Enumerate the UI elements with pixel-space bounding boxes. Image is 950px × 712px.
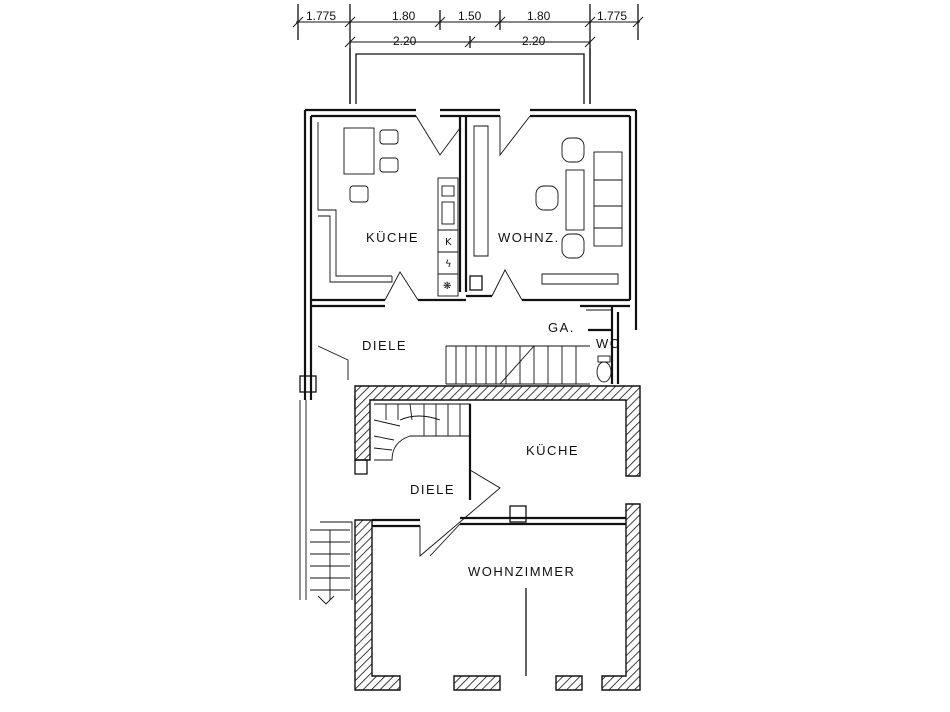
- dim-top-1: 1.775: [306, 9, 336, 23]
- freezer-icon: ❋: [443, 281, 451, 292]
- lower-living-label: WOHNZIMMER: [468, 564, 575, 579]
- balcony: [349, 48, 591, 104]
- wc-label: WC: [596, 336, 621, 351]
- upper-living-label: WOHNZ.: [498, 230, 560, 245]
- upper-hall-label: DIELE: [362, 338, 407, 353]
- electric-stove-icon: ϟ: [445, 259, 452, 270]
- lower-unit-walls: [354, 385, 641, 691]
- upper-unit-walls: [299, 108, 638, 411]
- dim-top-3: 1.50: [458, 9, 482, 23]
- closet-label: GA.: [548, 320, 575, 335]
- dim-top-2: 1.80: [392, 9, 416, 23]
- lower-hall-label: DIELE: [410, 482, 455, 497]
- upper-kitchen-label: KÜCHE: [366, 230, 419, 245]
- lower-stair: [373, 403, 471, 461]
- dim-top-5: 1.775: [597, 9, 627, 23]
- entrance-stair: [299, 400, 353, 605]
- upper-stair: [445, 345, 590, 385]
- refrigerator-icon: K: [445, 237, 452, 248]
- dim-second-2: 2.20: [522, 34, 546, 48]
- dim-second-1: 2.20: [393, 34, 417, 48]
- lower-kitchen-label: KÜCHE: [526, 443, 579, 458]
- dim-top-4: 1.80: [527, 9, 551, 23]
- dimension-chain: 1.775 1.80 1.50 1.80 1.775 2.20 2.20: [292, 4, 644, 104]
